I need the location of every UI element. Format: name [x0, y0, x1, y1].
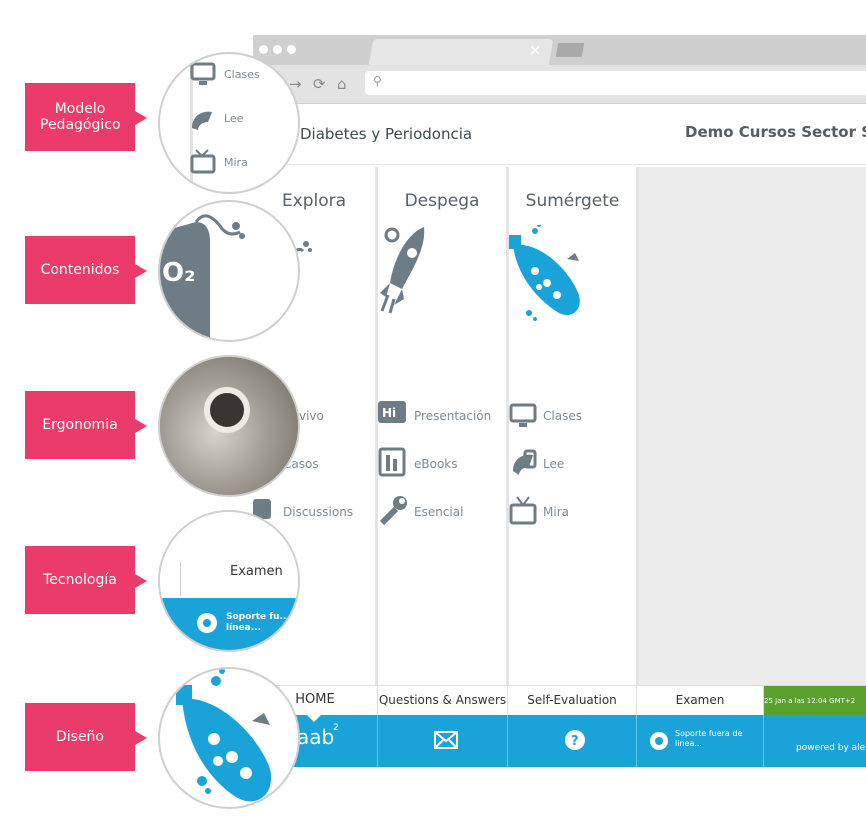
label-tecnologia: Tecnología	[25, 546, 147, 614]
zoom-circle-contenidos: O₂	[158, 200, 300, 342]
support-icon	[197, 613, 217, 633]
brand-title: Demo Cursos Sector S	[685, 123, 866, 141]
zoom-tab-area	[160, 512, 298, 598]
label-text: Tecnología	[43, 572, 117, 588]
question-icon: ?	[565, 730, 585, 750]
zoom-divider	[190, 54, 193, 192]
logo-cell: aab 2	[253, 715, 378, 767]
zoom-mira: Mira	[224, 156, 248, 169]
course-title: Diabetes y Periodoncia	[300, 125, 473, 143]
column-despega: Despega Hi Presentación eBooks Esencial	[378, 167, 509, 685]
home-icon[interactable]: ⌂	[337, 75, 347, 93]
browser-title-bar: ×	[253, 35, 866, 65]
mail-button[interactable]	[378, 715, 508, 767]
course-header: Diabetes y Periodoncia Demo Cursos Secto…	[253, 104, 866, 165]
tab-close-icon[interactable]: ×	[529, 41, 542, 59]
zoom-lee: Lee	[224, 112, 244, 125]
tv-icon	[509, 496, 537, 525]
monitor-icon	[509, 403, 537, 427]
envelope-icon	[434, 731, 458, 749]
zoom-circle-tecnologia: Examen Soporte fu... línea...	[158, 510, 300, 652]
footer-bar: aab 2 ? Soporte fuera de linea... powere…	[253, 715, 866, 767]
label-contenidos: Contenidos	[25, 236, 147, 304]
window-dot-minimize[interactable]	[273, 45, 282, 54]
tab-examen[interactable]: Examen	[637, 686, 764, 716]
window-dot-close[interactable]	[259, 45, 268, 54]
label-text: Modelo Pedagógico	[40, 101, 121, 133]
o2-label: O₂	[162, 258, 196, 288]
reload-icon[interactable]: ⟳	[313, 75, 326, 93]
menu-item-mira[interactable]: Mira	[543, 505, 569, 519]
rocket-icon	[380, 227, 425, 314]
zoom-soporte: Soporte fu... línea...	[226, 612, 290, 633]
date-badge: 25 Jan a las 12:04 GMT+2	[764, 686, 866, 716]
tv-icon	[190, 149, 216, 174]
zoom-examen: Examen	[230, 564, 283, 579]
label-modelo-pedagogico: Modelo Pedagógico	[25, 83, 147, 151]
column-title-sumergete: Sumérgete	[525, 191, 620, 211]
zoom-circle-ergonomia	[158, 355, 300, 497]
menu-item-clases[interactable]: Clases	[543, 409, 582, 423]
hi-presentation-icon: Hi	[378, 401, 406, 423]
svg-text:Hi: Hi	[382, 406, 396, 420]
oxygen-tank-icon	[160, 214, 245, 340]
tab-self-evaluation[interactable]: Self-Evaluation	[508, 686, 637, 716]
label-text: Ergonomia	[42, 417, 118, 433]
support-icon	[650, 732, 668, 750]
browser-toolbar: → ⟳ ⌂ ⚲	[253, 65, 866, 104]
new-tab-button[interactable]	[555, 43, 585, 57]
forward-arrow-icon[interactable]: →	[289, 75, 302, 93]
column-sumergete: Sumérgete Clases Lee Mira	[509, 167, 639, 685]
aab-logo-sup: 2	[333, 723, 339, 733]
content-pane	[639, 167, 866, 685]
ebooks-icon	[378, 447, 406, 477]
zoom-circle-diseno	[158, 667, 300, 809]
menu-item-ebooks[interactable]: eBooks	[414, 457, 458, 471]
menu-item-lee[interactable]: Lee	[543, 457, 565, 471]
browser-window: × → ⟳ ⌂ ⚲ Diabetes y Periodoncia Demo Cu…	[253, 35, 866, 767]
address-bar[interactable]: ⚲	[365, 71, 866, 95]
label-text: Contenidos	[40, 262, 120, 278]
zoom-divider	[180, 562, 181, 596]
menu-item-esencial[interactable]: Esencial	[414, 505, 464, 519]
hand-phone-icon	[513, 449, 537, 475]
browser-tab[interactable]	[368, 39, 554, 65]
hand-phone-icon	[192, 111, 212, 130]
active-tab-notch	[307, 715, 321, 722]
submarine-icon	[176, 669, 272, 802]
bottom-nav: HOME Questions & Answers Self-Evaluation…	[253, 685, 866, 716]
menu-item-discussions[interactable]: Discussions	[283, 505, 354, 519]
helmet-ring	[204, 387, 250, 433]
tab-home[interactable]: HOME	[253, 686, 378, 716]
support-button[interactable]: Soporte fuera de linea...	[637, 715, 764, 767]
monitor-icon	[190, 62, 216, 85]
search-icon: ⚲	[373, 74, 382, 88]
svg-text:?: ?	[571, 734, 579, 749]
label-ergonomia: Ergonomia	[25, 391, 147, 459]
zoom-blue-bar	[160, 598, 298, 650]
label-text: Diseño	[55, 729, 104, 745]
menu-item-vivo[interactable]: vivo	[299, 409, 324, 423]
powered-by: powered by ale	[796, 743, 866, 753]
zoom-circle-modelo: Clases Lee Mira	[158, 52, 300, 194]
support-text: Soporte fuera de linea...	[675, 729, 743, 748]
aab-logo: aab	[297, 725, 335, 749]
menu-item-presentacion[interactable]: Presentación	[414, 409, 492, 423]
zoom-clases: Clases	[224, 68, 260, 81]
column-title-explora: Explora	[281, 191, 347, 211]
label-diseno: Diseño	[25, 703, 147, 771]
tab-questions-answers[interactable]: Questions & Answers	[378, 686, 508, 716]
submarine-icon	[509, 225, 580, 321]
wrench-icon	[379, 496, 407, 526]
window-dot-maximize[interactable]	[287, 45, 296, 54]
help-button[interactable]: ?	[508, 715, 637, 767]
column-title-despega: Despega	[404, 191, 480, 211]
